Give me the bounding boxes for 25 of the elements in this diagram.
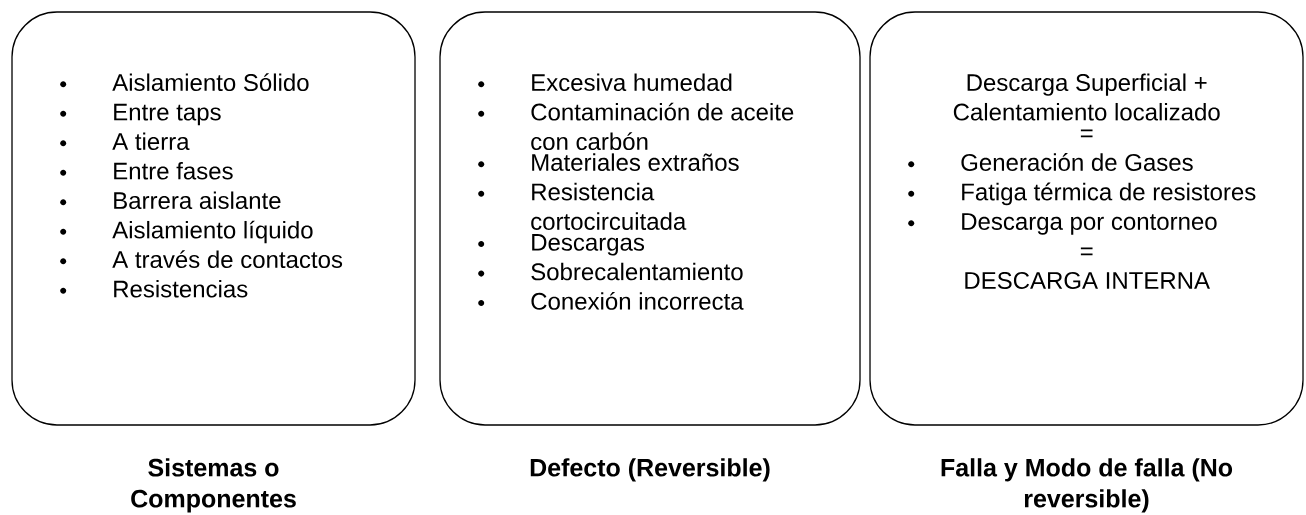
bullet-item: Resistencia cortocircuitada <box>478 182 687 230</box>
centered-text: = <box>1080 129 1093 138</box>
centered-text: DESCARGA INTERNA <box>965 272 1210 289</box>
bullet-item: Contaminación de aceite con carbón <box>478 102 794 151</box>
bullet-item: A través de contactos <box>60 250 343 269</box>
bullet-item: Excesiva humedad <box>478 73 732 92</box>
heading: Sistemas o Componentes <box>131 458 296 513</box>
centered-text: Descarga Superficial + Calentamiento localizado <box>953 73 1220 121</box>
bullet-item: Conexión incorrecta <box>478 291 744 310</box>
bullet-item: Aislamiento Sólido <box>60 73 309 92</box>
bullet-item: Entre fases <box>60 162 233 180</box>
bullet-item: Descarga por contorneo <box>908 213 1217 235</box>
heading: Defecto (Reversible) <box>530 458 770 482</box>
bullet-item: Entre taps <box>60 103 221 126</box>
bullet-item: Sobrecalentamiento <box>478 262 743 281</box>
bullet-item: Aislamiento líquido <box>60 220 313 244</box>
bullet-item: Materiales extraños <box>478 153 739 171</box>
centered-text: = <box>1080 247 1093 256</box>
heading: Falla y Modo de falla (No reversible) <box>941 458 1233 513</box>
bullet-item: Resistencias <box>60 279 248 298</box>
bullet-item: Descargas <box>478 234 645 256</box>
bullet-item: Generación de Gases <box>908 153 1193 171</box>
bullet-item: A tierra <box>60 132 190 151</box>
bullet-item: Barrera aislante <box>60 191 281 210</box>
bullet-item: Fatiga térmica de resistores <box>908 182 1256 206</box>
